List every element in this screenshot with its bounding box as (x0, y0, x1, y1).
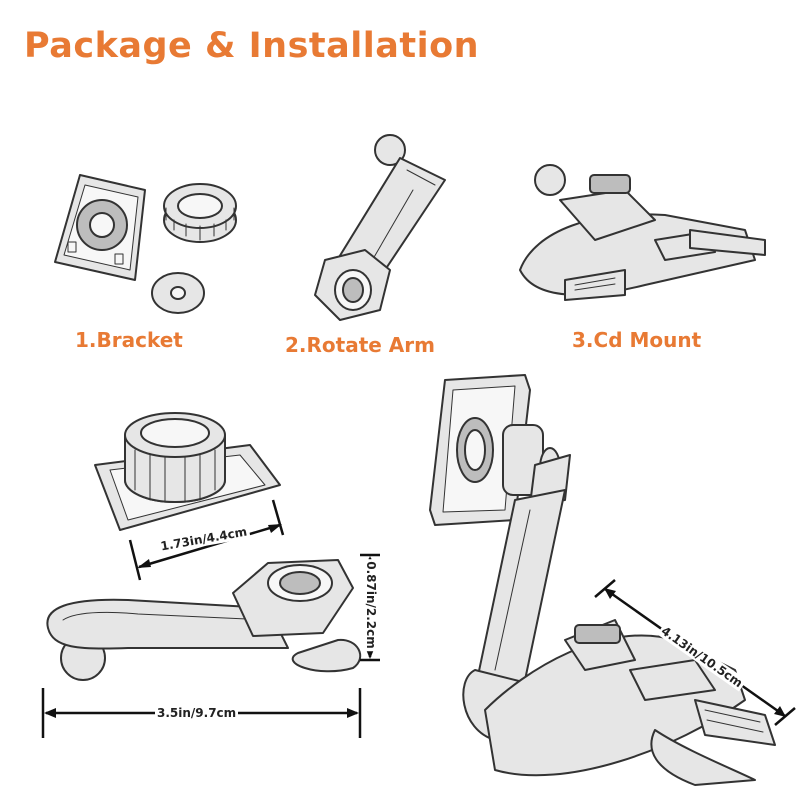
rotate-arm-label: 2.Rotate Arm (285, 333, 435, 357)
arm-height-dimension: 0.87in/2.2cm (363, 559, 378, 651)
cd-mount-illustration (519, 164, 766, 301)
arm-side-view-illustration (46, 559, 362, 681)
page-title: Package & Installation (24, 26, 480, 66)
locking-nut-illustration (163, 183, 237, 243)
cd-mount-label: 3.Cd Mount (572, 328, 702, 352)
arm-length-dimension: 3.5in/9.7cm (155, 706, 239, 720)
full-assembly-illustration (429, 374, 776, 786)
rotate-arm-illustration (314, 134, 446, 321)
bracket-plate-illustration (54, 174, 146, 281)
washer-illustration (151, 272, 205, 314)
assembled-bracket-illustration (94, 412, 281, 531)
bracket-label: 1.Bracket (75, 328, 183, 352)
bracket-width-dimension-line (128, 499, 285, 581)
